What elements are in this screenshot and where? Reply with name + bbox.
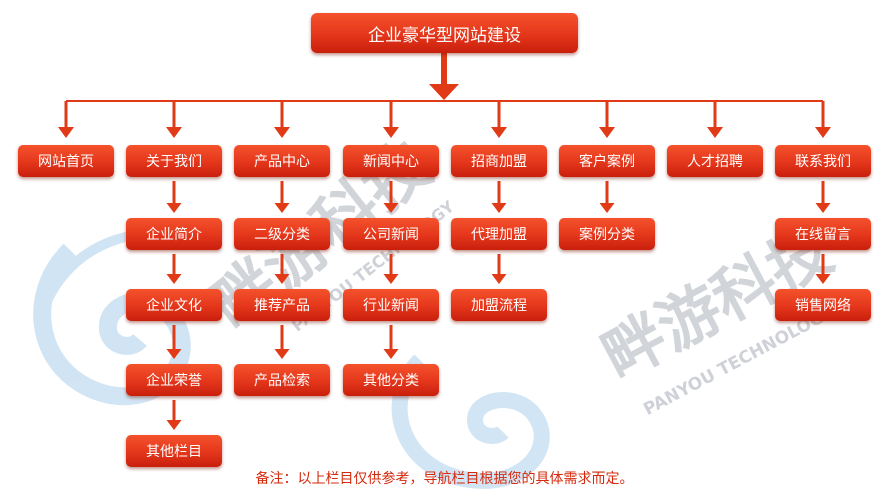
- arrow-icon: [274, 127, 290, 138]
- swirl-logo-center: [391, 354, 550, 489]
- child-node: 销售网络: [775, 289, 871, 321]
- column-header: 产品中心: [234, 145, 330, 177]
- column-header: 关于我们: [126, 145, 222, 177]
- arrow-icon: [429, 84, 459, 100]
- child-node: 推荐产品: [234, 289, 330, 321]
- arrow-icon: [491, 203, 507, 213]
- arrow-icon: [166, 127, 182, 138]
- child-node: 行业新闻: [343, 289, 439, 321]
- arrow-icon: [58, 127, 74, 138]
- column-header: 客户案例: [559, 145, 655, 177]
- arrow-icon: [383, 274, 399, 284]
- child-node: 在线留言: [775, 218, 871, 250]
- child-node: 案例分类: [559, 218, 655, 250]
- child-node: 公司新闻: [343, 218, 439, 250]
- column-header: 人才招聘: [667, 145, 763, 177]
- arrow-icon: [383, 127, 399, 138]
- arrow-icon: [599, 127, 615, 138]
- root-node: 企业豪华型网站建设: [311, 13, 578, 53]
- child-node: 代理加盟: [451, 218, 547, 250]
- child-node: 企业文化: [126, 289, 222, 321]
- arrow-icon: [491, 127, 507, 138]
- arrow-icon: [166, 420, 182, 430]
- child-node: 企业简介: [126, 218, 222, 250]
- arrow-icon: [491, 274, 507, 284]
- arrow-icon: [383, 203, 399, 213]
- child-node: 二级分类: [234, 218, 330, 250]
- arrow-icon: [815, 203, 831, 213]
- child-node: 加盟流程: [451, 289, 547, 321]
- arrow-icon: [274, 274, 290, 284]
- footnote: 备注：以上栏目仅供参考，导航栏目根据您的具体需求而定。: [255, 471, 634, 487]
- column-header: 招商加盟: [451, 145, 547, 177]
- arrow-icon: [815, 127, 831, 138]
- arrow-icon: [599, 203, 615, 213]
- arrow-icon: [383, 349, 399, 359]
- child-node: 其他栏目: [126, 435, 222, 467]
- column-header: 新闻中心: [343, 145, 439, 177]
- arrow-icon: [274, 349, 290, 359]
- column-header: 联系我们: [775, 145, 871, 177]
- column-header: 网站首页: [18, 145, 114, 177]
- arrow-icon: [166, 274, 182, 284]
- arrow-icon: [707, 127, 723, 138]
- arrow-icon: [166, 349, 182, 359]
- arrow-icon: [274, 203, 290, 213]
- arrow-icon: [166, 203, 182, 213]
- arrow-icon: [815, 274, 831, 284]
- child-node: 其他分类: [343, 364, 439, 396]
- child-node: 企业荣誉: [126, 364, 222, 396]
- child-node: 产品检索: [234, 364, 330, 396]
